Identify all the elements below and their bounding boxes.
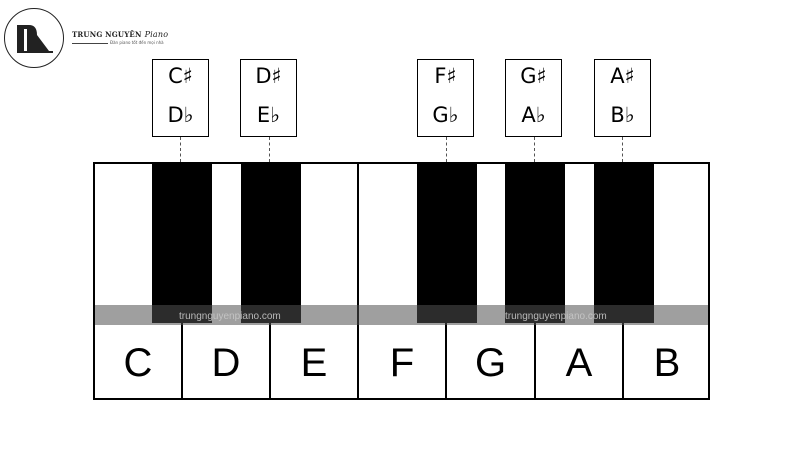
sharp-name: F♯ (434, 64, 457, 88)
piano-keyboard: C D E F G A B trungnguyenpiano.com trung… (93, 162, 710, 400)
connector-line (269, 137, 270, 162)
black-key-name-box: F♯ G♭ (417, 59, 474, 137)
sharp-name: G♯ (520, 64, 547, 88)
white-key-label: F (389, 341, 415, 385)
sharp-name: A♯ (610, 64, 635, 88)
black-key-name-box: G♯ A♭ (505, 59, 562, 137)
white-key-label: D (211, 341, 241, 385)
piano-logo-icon (4, 8, 64, 68)
black-key-g-sharp[interactable] (505, 164, 565, 323)
flat-name: B♭ (610, 103, 635, 127)
connector-line (534, 137, 535, 162)
flat-name: E♭ (256, 103, 281, 127)
connector-line (446, 137, 447, 162)
black-key-name-box: A♯ B♭ (594, 59, 651, 137)
flat-name: G♭ (432, 103, 459, 127)
watermark-text: trungnguyenpiano.com (505, 311, 607, 322)
white-key-label: C (123, 341, 153, 385)
black-key-name-box: D♯ E♭ (240, 59, 297, 137)
brand-divider (72, 43, 108, 44)
connector-line (180, 137, 181, 162)
sharp-name: D♯ (255, 64, 282, 88)
white-key-label: E (300, 341, 328, 385)
watermark-band (95, 305, 708, 325)
white-key-label: A (565, 341, 593, 385)
brand-tagline: Đàn piano tốt đến mọi nhà (110, 40, 164, 45)
brand-script: Piano (144, 30, 169, 39)
connector-line (622, 137, 623, 162)
brand-name-text: TRUNG NGUYÊN (72, 30, 142, 39)
watermark-text: trungnguyenpiano.com (179, 311, 281, 322)
black-key-f-sharp[interactable] (417, 164, 477, 323)
white-key-label: G (474, 341, 507, 385)
flat-name: A♭ (521, 103, 546, 127)
flat-name: D♭ (167, 103, 194, 127)
white-key-e[interactable]: E (271, 164, 359, 398)
black-key-name-box: C♯ D♭ (152, 59, 209, 137)
black-key-a-sharp[interactable] (594, 164, 654, 323)
white-key-b[interactable]: B (624, 164, 710, 398)
black-key-c-sharp[interactable] (152, 164, 212, 323)
sharp-name: C♯ (168, 64, 193, 88)
white-key-label: B (653, 341, 681, 385)
black-key-d-sharp[interactable] (241, 164, 301, 323)
